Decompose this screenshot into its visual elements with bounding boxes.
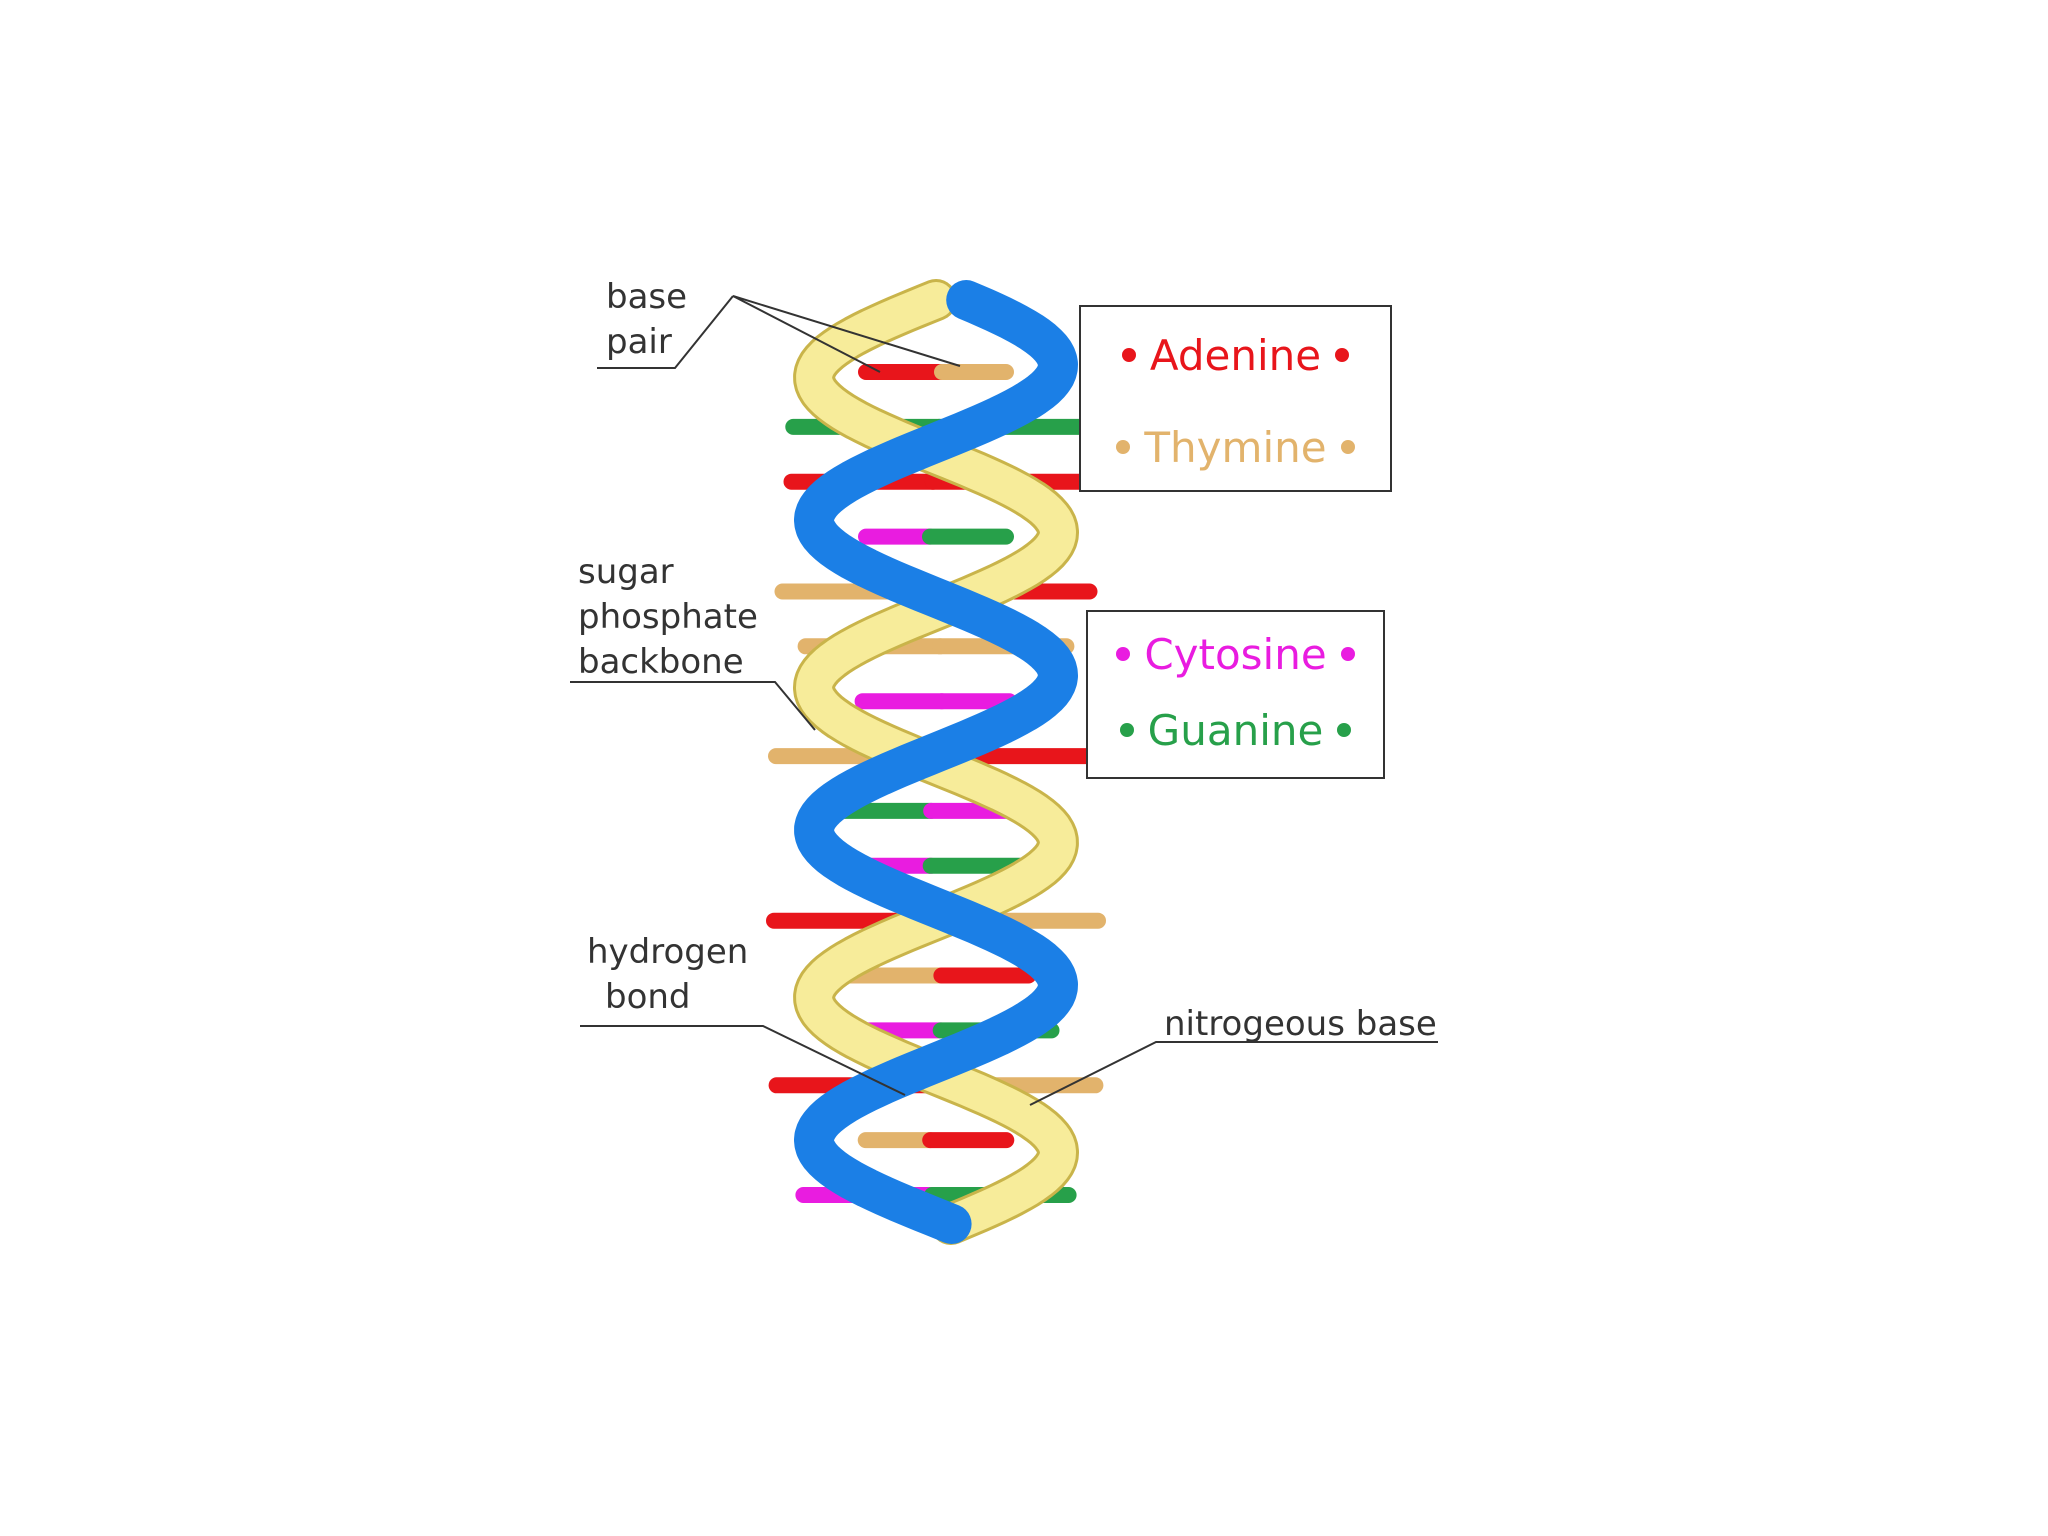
leader-backbone <box>570 682 815 730</box>
legend-row-adenine: Adenine <box>1081 325 1390 385</box>
label-base-pair: base pair <box>606 275 687 365</box>
cytosine-dot-icon <box>1116 647 1130 661</box>
label-sugar-phosphate-backbone: sugar phosphate backbone <box>578 550 758 685</box>
legend-row-cytosine: Cytosine <box>1088 624 1383 684</box>
legend-thymine-label: Thymine <box>1144 423 1326 472</box>
label-hydrogen-bond-line1: hydrogen <box>587 930 748 975</box>
label-base-pair-line2: pair <box>606 320 687 365</box>
label-hydrogen-bond: hydrogen bond <box>587 930 748 1020</box>
label-backbone-line3: backbone <box>578 640 758 685</box>
thymine-dot-icon <box>1116 440 1130 454</box>
leader-nitrogenous-base <box>1030 1042 1438 1105</box>
legend-guanine-label: Guanine <box>1148 706 1324 755</box>
legend-box-cytosine-guanine: Cytosine Guanine <box>1086 610 1385 779</box>
legend-row-thymine: Thymine <box>1081 417 1390 477</box>
legend-adenine-label: Adenine <box>1150 331 1321 380</box>
legend-box-adenine-thymine: Adenine Thymine <box>1079 305 1392 492</box>
legend-row-guanine: Guanine <box>1088 700 1383 760</box>
adenine-dot-icon <box>1122 348 1136 362</box>
label-hydrogen-bond-line2: bond <box>587 975 748 1020</box>
cytosine-dot-icon <box>1341 647 1355 661</box>
guanine-dot-icon <box>1337 723 1351 737</box>
thymine-dot-icon <box>1341 440 1355 454</box>
adenine-dot-icon <box>1335 348 1349 362</box>
label-backbone-line1: sugar <box>578 550 758 595</box>
guanine-dot-icon <box>1120 723 1134 737</box>
label-nitrogenous-base: nitrogeous base <box>1164 1002 1437 1047</box>
legend-cytosine-label: Cytosine <box>1144 630 1326 679</box>
label-backbone-line2: phosphate <box>578 595 758 640</box>
label-base-pair-line1: base <box>606 275 687 320</box>
